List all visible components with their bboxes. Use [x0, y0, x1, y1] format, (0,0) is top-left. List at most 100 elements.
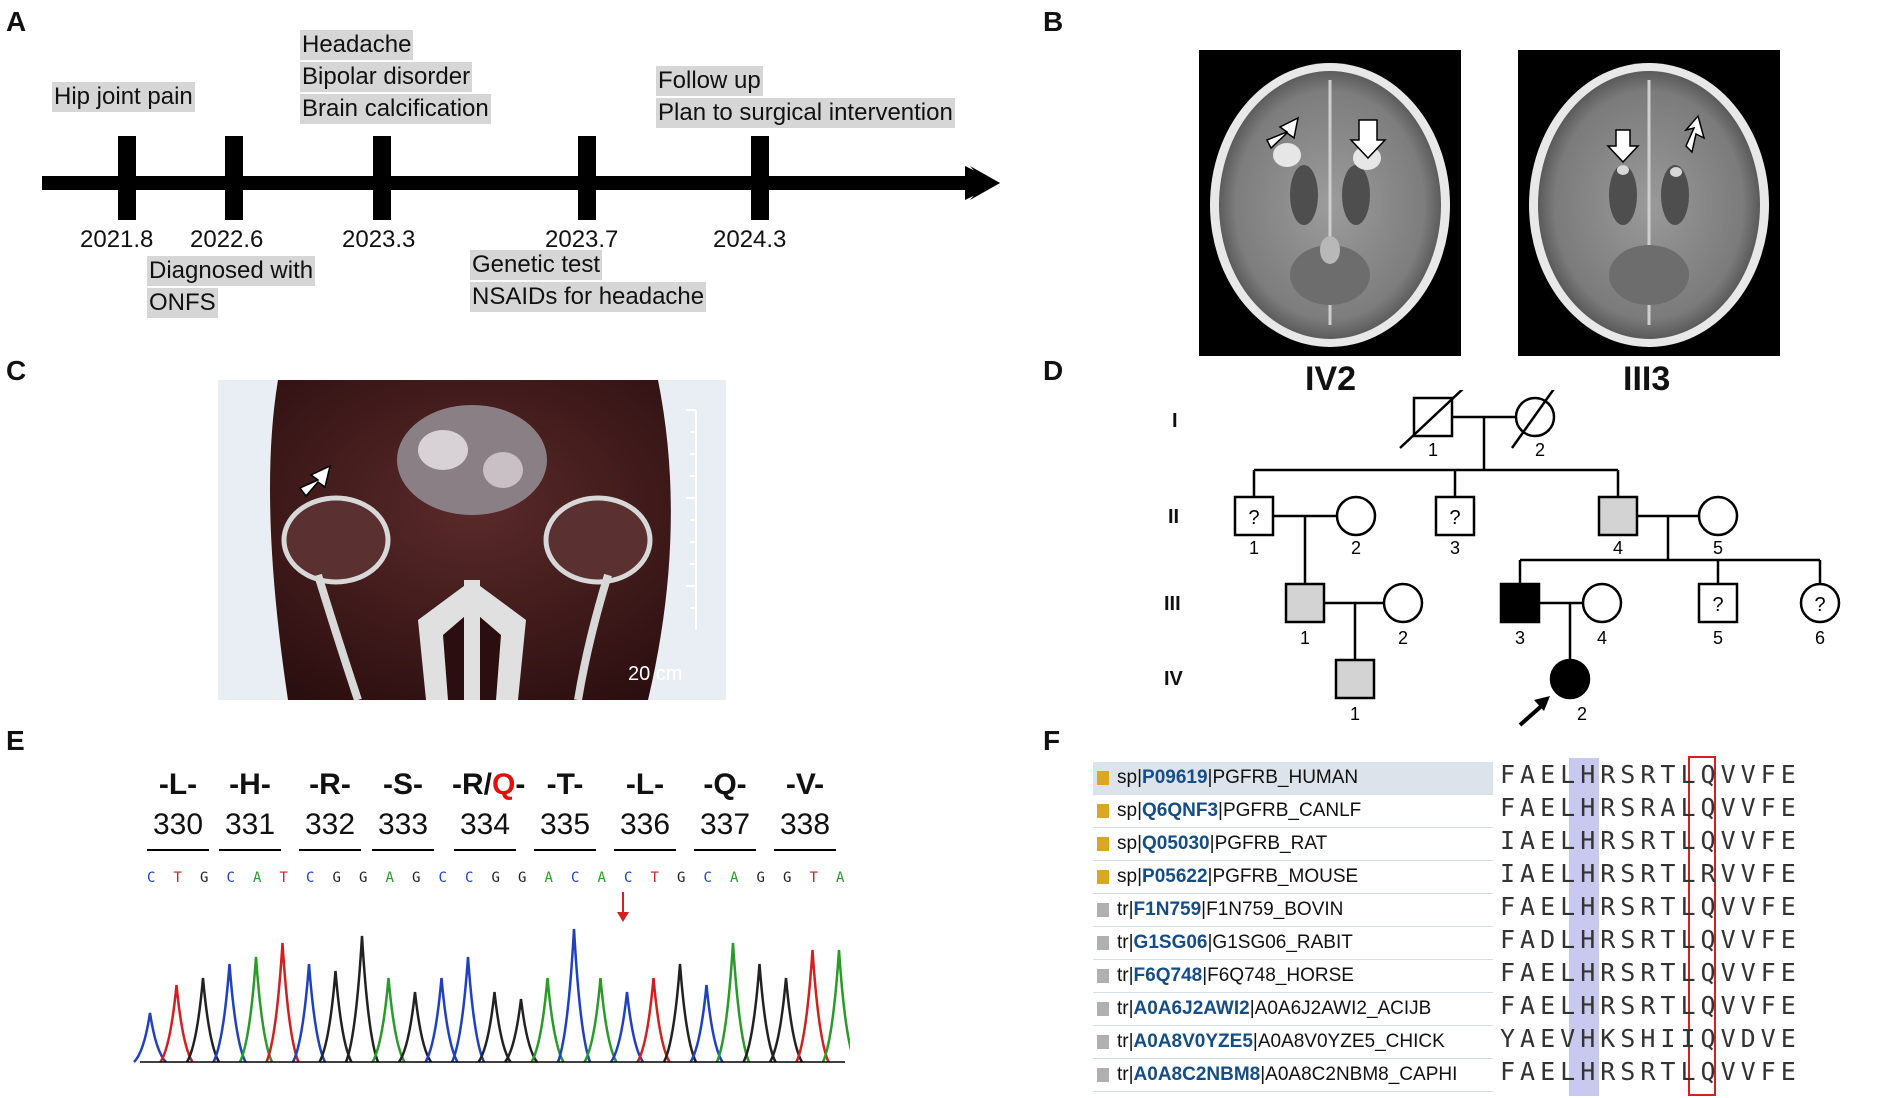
trace-peak — [477, 991, 512, 1063]
aligned-sequence: YAEVHKSHIIQVDVE — [1500, 1024, 1801, 1053]
accession-link[interactable]: F6Q748 — [1133, 965, 1203, 986]
aa-position: 338 — [779, 808, 831, 841]
trace-peak — [344, 935, 380, 1063]
trace-peak — [238, 956, 274, 1063]
db-prefix: tr| — [1117, 965, 1134, 986]
sequence-row-label[interactable]: sp|Q6QNF3|PGFRB_CANLF — [1093, 795, 1493, 828]
sequence-row-label[interactable]: tr|A0A6J2AWI2|A0A6J2AWI2_ACIJB — [1093, 993, 1493, 1026]
trembl-icon — [1097, 1034, 1109, 1049]
pedigree-num: 1 — [1428, 440, 1438, 460]
trace-peak — [609, 991, 645, 1063]
generation-label: III — [1164, 593, 1181, 615]
aa-label: -R- — [309, 768, 351, 801]
accession-link[interactable]: A0A8C2NBM8 — [1133, 1064, 1261, 1085]
aligned-sequence: FAELHRSRTLQVVFE — [1500, 1057, 1801, 1086]
date-label: 2021.8 — [80, 226, 154, 253]
codon-bar — [219, 849, 281, 851]
generation-label: IV — [1164, 668, 1183, 690]
panel-label-f: F — [1043, 725, 1061, 756]
sequence-row-label[interactable]: tr|G1SG06|G1SG06_RABIT — [1093, 927, 1493, 960]
pedigree-unknown-mark: ? — [1248, 507, 1259, 529]
panel-label-b: B — [1043, 6, 1064, 37]
entry-name: |A0A8V0YZE5_CHICK — [1252, 1031, 1445, 1052]
accession-link[interactable]: A0A6J2AWI2 — [1133, 998, 1250, 1019]
entry-name: |F6Q748_HORSE — [1202, 965, 1354, 986]
timeline-axis — [42, 136, 1000, 220]
row-highlight — [1093, 762, 1493, 794]
entry-name: |PGFRB_CANLF — [1218, 800, 1362, 821]
pedigree-unknown-mark: ? — [1712, 594, 1723, 616]
trembl-icon — [1097, 1001, 1109, 1016]
sequence-row-label[interactable]: sp|Q05030|PGFRB_RAT — [1093, 828, 1493, 861]
aa-position: 334 — [459, 808, 511, 841]
db-prefix: sp| — [1117, 866, 1143, 887]
aa-label: -V- — [785, 768, 825, 801]
panel-label-e: E — [6, 725, 25, 756]
mutation-column-box — [1688, 756, 1716, 1096]
base-call: C — [465, 870, 473, 886]
accession-link[interactable]: Q6QNF3 — [1142, 800, 1219, 821]
sequence-row-label[interactable]: tr|A0A8V0YZE5|A0A8V0YZE5_CHICK — [1093, 1026, 1493, 1059]
pedigree-num: 2 — [1535, 440, 1545, 460]
entry-name: |PGFRB_HUMAN — [1207, 767, 1359, 788]
accession-link[interactable]: Q05030 — [1142, 833, 1210, 854]
swissprot-icon — [1097, 803, 1109, 818]
sequence-row-label[interactable]: tr|F1N759|F1N759_BOVIN — [1093, 894, 1493, 927]
accession-link[interactable]: A0A8V0YZE5 — [1133, 1031, 1253, 1052]
swissprot-icon — [1097, 836, 1109, 851]
base-call: C — [571, 870, 579, 886]
aa-label: -L- — [158, 768, 198, 801]
db-prefix: sp| — [1117, 767, 1143, 788]
pedigree-num: 5 — [1713, 628, 1723, 648]
codon-bar — [299, 849, 361, 851]
trace-peak — [636, 977, 671, 1063]
pedigree-num: 4 — [1613, 538, 1623, 558]
ct-label-iii3: III3 — [1623, 360, 1671, 398]
aligned-sequence: FAELHRSRTLQVVFE — [1500, 991, 1801, 1020]
date-label: 2023.3 — [342, 226, 416, 253]
trace-peak — [450, 956, 486, 1063]
trace-peak — [318, 970, 353, 1063]
base-call: A — [730, 870, 739, 886]
accession-link[interactable]: P05622 — [1142, 866, 1208, 887]
sequence-row-label[interactable]: tr|A0A8C2NBM8|A0A8C2NBM8_CAPHI — [1093, 1059, 1493, 1092]
sequence-row-label[interactable]: sp|P05622|PGFRB_MOUSE — [1093, 861, 1493, 894]
aa-position: 337 — [699, 808, 751, 841]
base-call: G — [492, 870, 500, 886]
base-call: C — [306, 870, 314, 886]
base-call: A — [545, 870, 554, 886]
aa-label: -L- — [625, 768, 665, 801]
pedigree-unknown-mark: ? — [1449, 507, 1460, 529]
swissprot-icon — [1097, 770, 1109, 785]
pedigree-num: 1 — [1350, 704, 1360, 724]
accession-link[interactable]: F1N759 — [1133, 899, 1202, 920]
trembl-icon — [1097, 1067, 1109, 1082]
accession-link[interactable]: G1SG06 — [1133, 932, 1208, 953]
base-call: G — [200, 870, 208, 886]
trace-peak — [212, 963, 247, 1063]
accession-link[interactable]: P09619 — [1142, 767, 1208, 788]
codon-bar — [534, 849, 596, 851]
aligned-sequence: FAELHRSRTLQVVFE — [1500, 760, 1801, 789]
trembl-icon — [1097, 968, 1109, 983]
trembl-icon — [1097, 902, 1109, 917]
base-call: G — [412, 870, 420, 886]
trace-peak — [397, 991, 433, 1063]
pedigree-num: 2 — [1398, 628, 1408, 648]
trace-peak — [530, 977, 565, 1063]
date-label: 2023.7 — [545, 226, 619, 253]
aa-label: -H- — [229, 768, 271, 801]
pedigree-num: 3 — [1515, 628, 1525, 648]
base-call: T — [810, 870, 819, 886]
db-prefix: tr| — [1117, 899, 1134, 920]
aa-position: 336 — [619, 808, 671, 841]
base-call: G — [359, 870, 367, 886]
event-2023-7: Genetic test NSAIDs for headache — [470, 250, 707, 312]
sequence-row-label[interactable]: tr|F6Q748|F6Q748_HORSE — [1093, 960, 1493, 993]
base-call: C — [704, 870, 712, 886]
sequence-row-label[interactable]: sp|P09619|PGFRB_HUMAN — [1093, 762, 1493, 795]
trace-peak — [689, 984, 724, 1063]
base-call: A — [253, 870, 262, 886]
db-prefix: sp| — [1117, 800, 1143, 821]
